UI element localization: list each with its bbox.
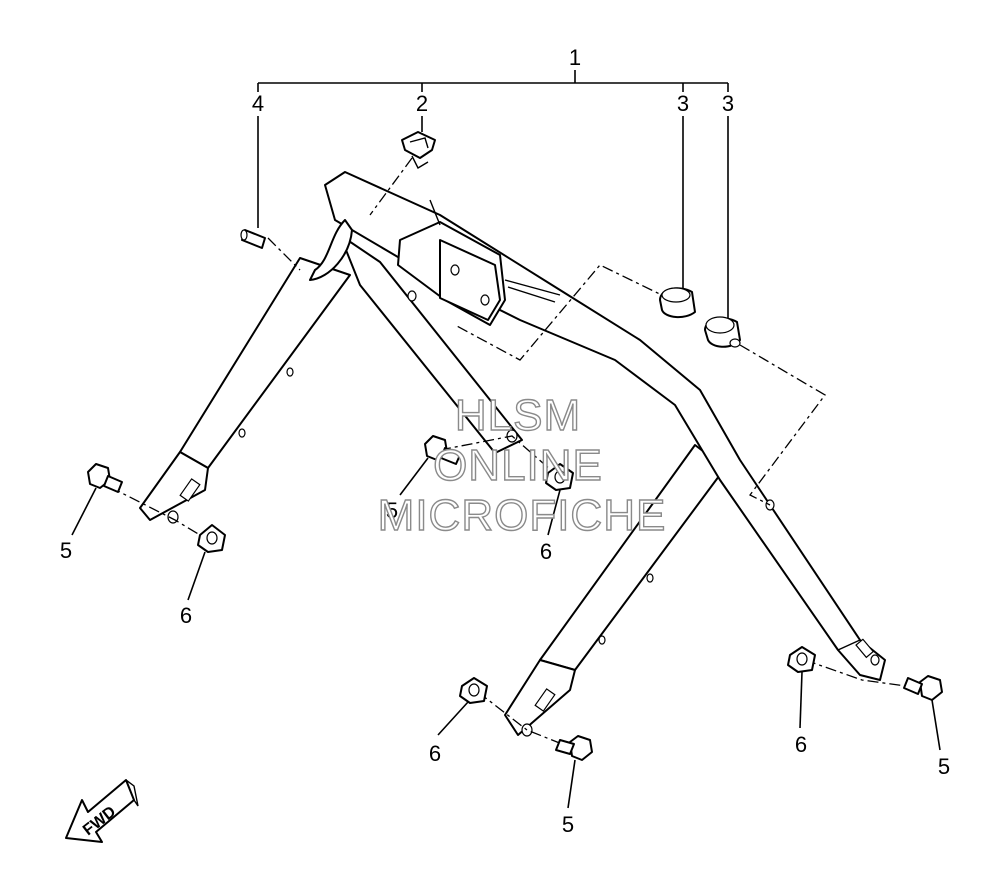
callout-3b: 3: [722, 91, 734, 116]
part-3-damper-b[interactable]: [704, 316, 741, 348]
callout-6b: 6: [540, 539, 552, 564]
part-3-damper-a[interactable]: [659, 287, 696, 318]
callout-1: 1: [569, 45, 581, 70]
part-5-bolt-a[interactable]: [87, 463, 123, 493]
part-5-bolt-c[interactable]: [555, 735, 593, 761]
callout-5a: 5: [60, 538, 72, 563]
callout-2: 2: [416, 91, 428, 116]
callout-5b: 5: [386, 498, 398, 523]
part-6-nut-c[interactable]: [459, 677, 488, 704]
callout-6c: 6: [429, 741, 441, 766]
callout-5c: 5: [562, 812, 574, 837]
part-5-bolt-b[interactable]: [424, 435, 461, 465]
watermark-line-3: MICROFICHE: [378, 491, 667, 540]
callout-3a: 3: [677, 91, 689, 116]
watermark-line-2: ONLINE: [433, 441, 603, 490]
callout-6d: 6: [795, 732, 807, 757]
assembly-lines: [109, 157, 921, 749]
rear-frame: [139, 171, 886, 737]
part-6-nut-b[interactable]: [545, 463, 574, 491]
part-4-pin[interactable]: [240, 229, 266, 249]
part-5-bolt-d[interactable]: [903, 675, 943, 701]
fwd-arrow-icon: FWD: [65, 779, 139, 843]
callout-4: 4: [252, 91, 264, 116]
part-6-nut-d[interactable]: [787, 646, 816, 673]
callout-tree-leaders: [257, 70, 729, 320]
callout-6a: 6: [180, 603, 192, 628]
callout-numbers: 1 2 3 3 4 5 5 5 5 6 6 6 6: [60, 45, 950, 837]
callout-5d: 5: [938, 754, 950, 779]
watermark: HLSM ONLINE MICROFICHE: [377, 390, 667, 540]
part-leaders: [71, 457, 941, 809]
part-2-clamp[interactable]: [401, 131, 436, 169]
part-6-nut-a[interactable]: [197, 524, 226, 553]
watermark-line-1: HLSM: [455, 391, 581, 440]
